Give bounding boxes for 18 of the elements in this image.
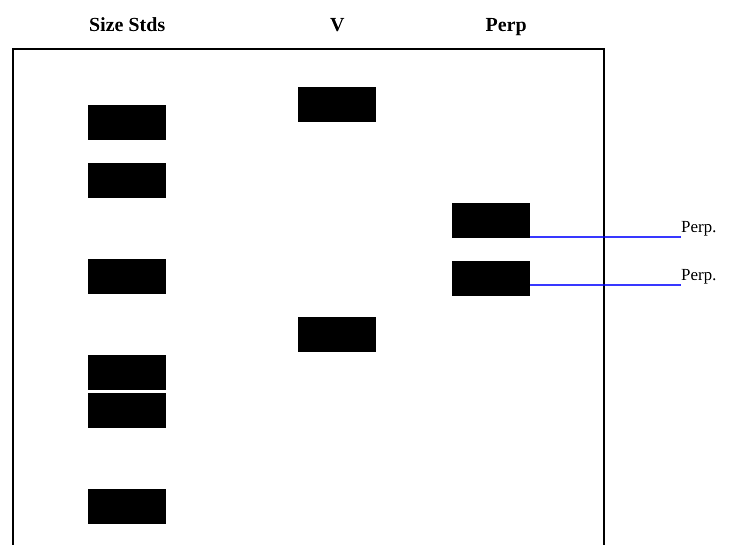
lane-heading: Size Stds <box>89 14 166 37</box>
gel-band <box>452 203 530 238</box>
band-label: Perp. <box>681 217 716 237</box>
gel-band <box>88 163 166 198</box>
gel-frame <box>12 48 605 545</box>
leader-line <box>530 284 681 286</box>
lane-heading: V <box>330 14 344 37</box>
gel-band <box>88 355 166 390</box>
gel-band <box>88 259 166 294</box>
gel-band <box>88 105 166 140</box>
leader-line <box>530 236 681 238</box>
gel-band <box>452 261 530 296</box>
lane-heading: Perp <box>486 14 527 37</box>
gel-band <box>88 393 166 428</box>
gel-band <box>298 317 376 352</box>
gel-band <box>298 87 376 122</box>
band-label: Perp. <box>681 265 716 285</box>
gel-band <box>88 489 166 524</box>
